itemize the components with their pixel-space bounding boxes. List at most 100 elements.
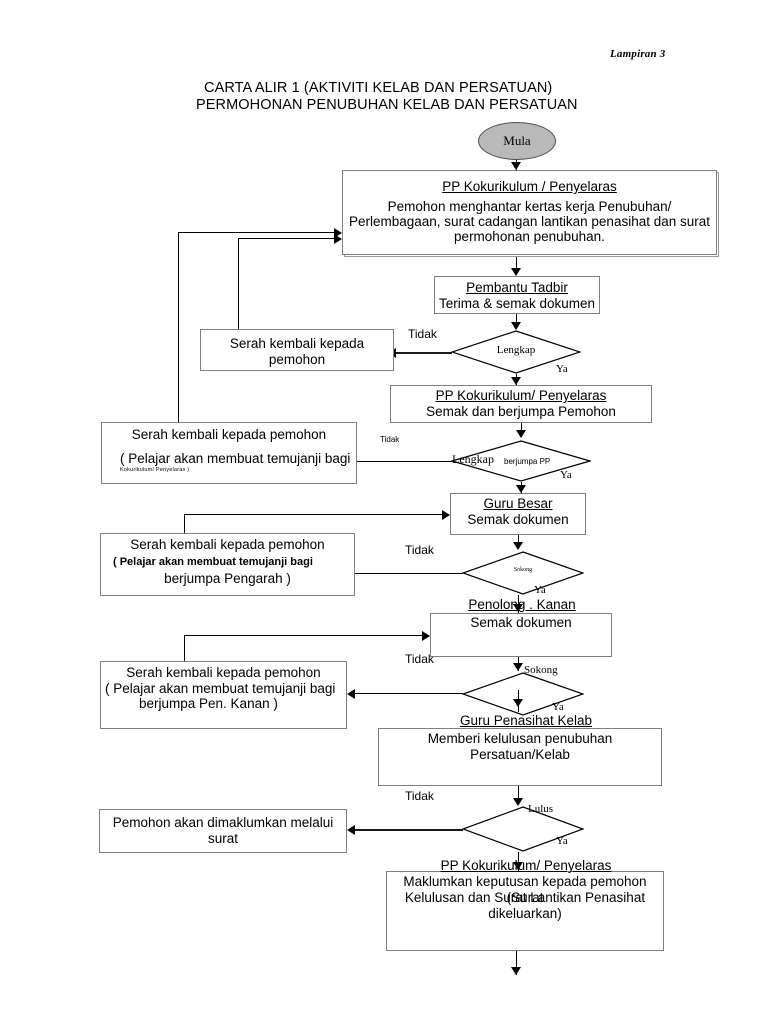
return-box-3-line2: ( Pelajar akan membuat temujanji bagi <box>113 556 313 568</box>
arrow-penkanan-to-d4 <box>513 663 523 671</box>
edge-d1-no <box>394 352 452 354</box>
arrow-d4-to-gurupenasihat <box>513 699 523 707</box>
decision-lengkap-1-yes-label: Ya <box>556 363 568 375</box>
edge-r1-up <box>238 238 239 329</box>
return-box-3-line3: berjumpa Pengarah ) <box>164 571 291 586</box>
edge-r1-across <box>238 238 334 239</box>
arrow-r2-to-pp1 <box>334 228 342 238</box>
node-pp-kokurikulum-1-line2: Perlembagaan, surat cadangan lantikan pe… <box>349 214 710 229</box>
node-pp-kokurikulum-1-line1: Pemohon menghantar kertas kerja Penubuha… <box>387 199 672 214</box>
decision-sokong-1: Sokong <box>462 551 584 595</box>
node-pembantu-tadbir-title: Pembantu Tadbir <box>466 280 568 295</box>
decision-lulus <box>462 806 584 852</box>
decision-lengkap-2-yes-label: Ya <box>560 469 572 481</box>
edge-d3-no <box>355 573 463 574</box>
decision-lengkap-2-sublabel: berjumpa PP <box>504 457 551 466</box>
decision-lulus-yes-label: Ya <box>556 835 568 847</box>
node-pp-kokurikulum-1: PP Kokurikulum / Penyelaras Pemohon meng… <box>342 170 719 257</box>
node-guru-penasihat-title: Guru Penasihat Kelab <box>459 713 593 728</box>
decision-sokong-2-label: Sokong <box>524 664 558 676</box>
node-guru-penasihat-line2: Persatuan/Kelab <box>470 747 570 762</box>
node-pp-kokurikulum-3-line3: dikeluarkan) <box>488 906 562 921</box>
return-box-2-line2: ( Pelajar akan membuat temujanji bagi <box>120 451 351 466</box>
page-title-line2: PERMOHONAN PENUBUHAN KELAB DAN PERSATUAN <box>196 97 578 113</box>
arrow-gurubesar-to-d3 <box>513 542 523 550</box>
node-guru-penasihat-line1: Memberi kelulusan penubuhan <box>427 731 613 746</box>
decision-lulus-no-label: Tidak <box>405 789 434 803</box>
node-pp-kokurikulum-3-frame <box>386 871 664 951</box>
node-penolong-kanan-frame <box>430 613 612 657</box>
arrow-r3-to-gurubesar <box>442 510 450 520</box>
return-box-1-line1: Serah kembali kepada <box>229 336 365 351</box>
decision-lengkap-2 <box>451 440 591 482</box>
arrow-d3-to-penkanan <box>513 604 523 612</box>
start-oval: Mula <box>478 122 556 160</box>
decision-sokong-1-no-label: Tidak <box>405 543 434 557</box>
decision-sokong-2-no-label: Tidak <box>405 652 434 666</box>
edge-gurupenasihat-to-d5 <box>518 786 519 804</box>
return-box-5: Pemohon akan dimaklumkan melalui surat <box>99 809 347 853</box>
edge-r4-up <box>184 635 185 661</box>
return-box-3-line1: Serah kembali kepada pemohon <box>130 537 325 552</box>
return-box-5-line1: Pemohon akan dimaklumkan melalui surat <box>112 815 334 846</box>
arrow-pembantu-to-d1 <box>511 322 521 330</box>
node-pembantu-tadbir: Pembantu Tadbir Terima & semak dokumen <box>434 276 600 314</box>
node-pp-kokurikulum-3: Maklumkan keputusan kepada pemohon (Sura… <box>386 871 664 951</box>
node-penolong-kanan-line1: Semak dokumen <box>470 615 572 630</box>
node-pp-kokurikulum-3-line2: Kelulusan dan Surat Lantikan Penasihat <box>404 890 646 905</box>
decision-lengkap-1-no-label: Tidak <box>408 327 437 341</box>
return-box-1-line2: pemohon <box>268 352 326 367</box>
node-guru-besar-line1: Semak dokumen <box>467 512 569 527</box>
return-box-2-line1: Serah kembali kepada pemohon <box>131 427 327 442</box>
arrow-d1-to-pp2 <box>511 377 521 385</box>
return-box-4-line1: Serah kembali kepada pemohon <box>126 665 321 680</box>
return-box-2-line3: Kokurikulum/ Penyelaras ) <box>120 467 190 473</box>
decision-lengkap-2-label: Lengkap <box>452 452 494 466</box>
edge-r2-up <box>178 232 179 422</box>
decision-sokong-2-yes-label: Ya <box>552 701 564 713</box>
node-guru-besar-frame <box>450 493 586 535</box>
arrow-gurupenasihat-to-d5 <box>513 798 523 806</box>
node-pp-kokurikulum-3-line1: Maklumkan keputusan kepada pemohon (Sura… <box>403 874 647 905</box>
arrow-d5-to-pp3 <box>513 862 523 870</box>
node-pembantu-tadbir-frame <box>434 276 600 314</box>
node-pp-kokurikulum-3-title: PP Kokurikulum/ Penyelaras <box>440 858 612 873</box>
arrow-r1-to-pp1 <box>334 234 342 244</box>
edge-r2-across <box>178 232 334 233</box>
decision-sokong-2 <box>462 672 584 716</box>
page-title-line1: CARTA ALIR 1 (AKTIVITI KELAB DAN PERSATU… <box>204 80 553 96</box>
node-penolong-kanan-title: Penolong . Kanan <box>468 597 576 612</box>
return-box-4: Serah kembali kepada pemohon ( Pelajar a… <box>100 661 347 729</box>
return-box-4-line3: berjumpa Pen. Kanan ) <box>139 696 278 711</box>
node-pp-kokurikulum-1-line3: permohonan penubuhan. <box>454 229 605 244</box>
corner-note: Lampiran 3 <box>610 48 666 60</box>
edge-pp1-to-pembantu <box>516 257 517 274</box>
node-pp-kokurikulum-1-title: PP Kokurikulum / Penyelaras <box>442 179 617 194</box>
node-pp-kokurikulum-1-frame <box>342 170 717 255</box>
decision-lulus-label: Lulus <box>528 803 554 815</box>
arrow-pp2-to-d2 <box>516 430 526 438</box>
node-pp-kokurikulum-2-title: PP Kokurikulum/ Penyelaras <box>435 388 607 403</box>
arrow-r4-to-penkanan <box>422 631 430 641</box>
edge-r3-up <box>184 514 185 533</box>
arrow-start-to-pp1 <box>511 162 521 170</box>
arrow-d2-to-guru-besar <box>516 485 526 493</box>
node-pp-kokurikulum-2-line1: Semak dan berjumpa Pemohon <box>426 404 616 419</box>
node-pp-kokurikulum-2: PP Kokurikulum/ Penyelaras Semak dan ber… <box>390 385 652 423</box>
decision-lengkap-2-no-label: Tidak <box>380 435 400 444</box>
start-label: Mula <box>503 133 531 148</box>
edge-d2-no <box>357 461 452 462</box>
edge-d4-no <box>355 693 463 694</box>
edge-r3-across <box>184 514 442 515</box>
arrow-d4-to-r4 <box>347 689 355 699</box>
decision-sokong-1-yes-label: Ya <box>534 584 546 596</box>
node-pp-kokurikulum-2-frame <box>390 385 652 423</box>
return-box-3: Serah kembali kepada pemohon ( Pelajar a… <box>100 533 355 596</box>
node-pembantu-tadbir-line1: Terima & semak dokumen <box>438 296 596 311</box>
node-guru-besar-title: Guru Besar <box>483 496 553 511</box>
arrow-pp1-to-pembantu <box>511 268 521 276</box>
return-box-2: Serah kembali kepada pemohon ( Pelajar a… <box>101 422 357 484</box>
return-box-1: Serah kembali kepada pemohon <box>200 329 394 371</box>
node-guru-penasihat-frame <box>378 728 662 786</box>
